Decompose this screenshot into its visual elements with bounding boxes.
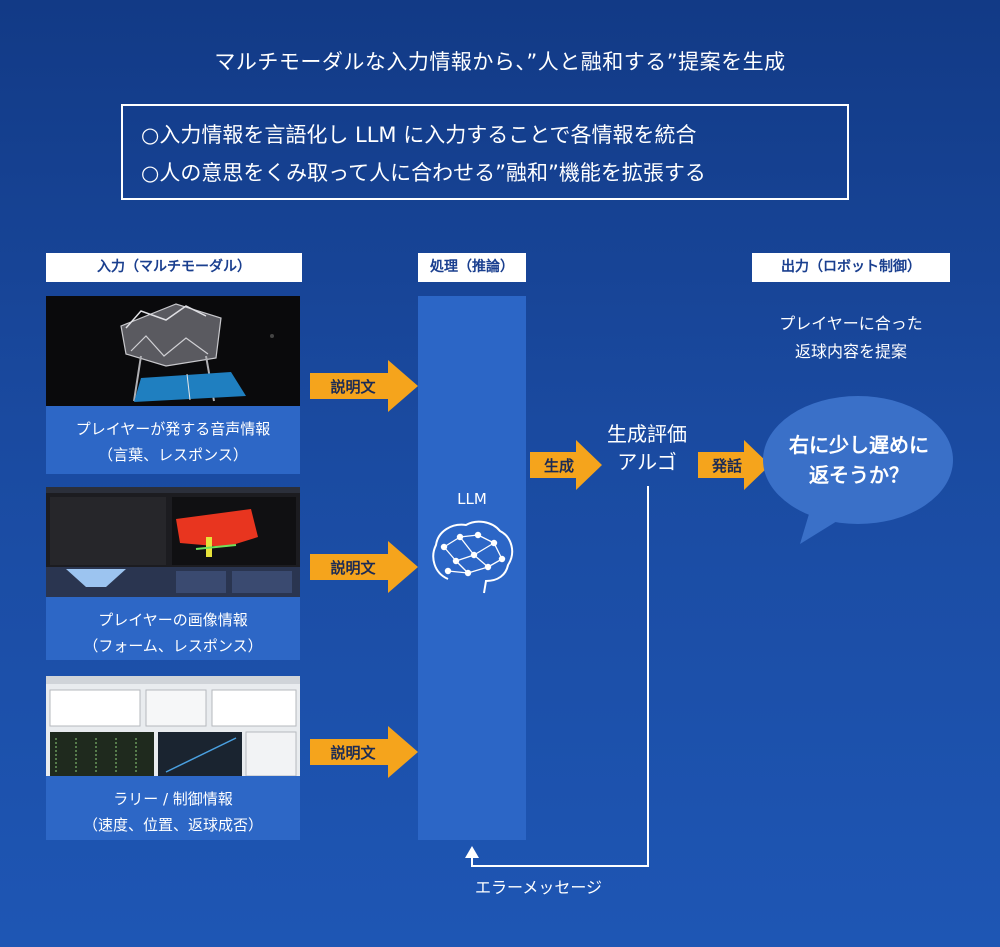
generation-evaluation-algorithm: 生成評価 アルゴ <box>592 420 702 476</box>
audio-input-caption: プレイヤーが発する音声情報 （言葉、レスポンス） <box>46 406 300 474</box>
summary-box: ○入力情報を言語化し LLM に入力することで各情報を統合 ○人の意思をくみ取っ… <box>121 104 849 200</box>
llm-label: LLM <box>457 490 487 508</box>
control-input-caption: ラリー / 制御情報 （速度、位置、返球成否） <box>46 776 300 840</box>
algorithm-line-2: アルゴ <box>617 450 677 474</box>
bubble-line-1: 右に少し遅めに <box>789 433 929 457</box>
image-caption-line-1: プレイヤーの画像情報 <box>98 611 248 629</box>
control-software-image <box>46 676 300 776</box>
speech-arrow-label: 発話 <box>711 456 742 475</box>
speech-bubble-text: 右に少し遅めに 返そうか？ <box>762 430 956 490</box>
output-note-line-2: 返球内容を提案 <box>794 342 907 361</box>
description-arrow-label: 説明文 <box>330 377 376 396</box>
error-message-label: エラーメッセージ <box>475 878 603 897</box>
section-header-input: 入力（マルチモーダル） <box>46 253 302 282</box>
arrow-shape <box>530 440 602 490</box>
diagram-title: マルチモーダルな入力情報から、”人と融和する”提案を生成 <box>214 50 786 74</box>
description-arrow-label: 説明文 <box>330 743 376 762</box>
summary-line-1: ○入力情報を言語化し LLM に入力することで各情報を統合 <box>141 123 697 147</box>
image-input-caption: プレイヤーの画像情報 （フォーム、レスポンス） <box>46 597 300 660</box>
speech-arrow: 発話 <box>698 440 770 490</box>
control-caption-line-1: ラリー / 制御情報 <box>113 790 233 808</box>
output-note: プレイヤーに合った 返球内容を提案 <box>752 310 950 366</box>
algorithm-line-1: 生成評価 <box>607 422 687 446</box>
arrow-shape <box>698 440 770 490</box>
description-arrow-1: 説明文 <box>310 360 418 412</box>
arrow-shape <box>310 360 418 412</box>
control-input-thumbnail <box>46 676 300 776</box>
summary-line-2: ○人の意思をくみ取って人に合わせる”融和”機能を拡張する <box>141 161 706 185</box>
speech-bubble-shape <box>763 396 953 544</box>
speech-bubble: 右に少し遅めに 返そうか？ <box>762 392 956 544</box>
description-arrow-label: 説明文 <box>330 558 376 577</box>
image-caption-line-2: （フォーム、レスポンス） <box>83 637 263 655</box>
section-header-process: 処理（推論） <box>418 253 526 282</box>
image-input-thumbnail <box>46 487 300 597</box>
control-caption-line-2: （速度、位置、返球成否） <box>82 816 263 834</box>
generate-arrow: 生成 <box>530 440 602 490</box>
audio-caption-line-2: （言葉、レスポンス） <box>98 446 248 464</box>
section-header-output: 出力（ロボット制御） <box>752 253 950 282</box>
arrow-shape <box>310 726 418 778</box>
description-arrow-3: 説明文 <box>310 726 418 778</box>
arrow-shape <box>310 541 418 593</box>
audio-input-thumbnail <box>46 296 300 406</box>
output-note-line-1: プレイヤーに合った <box>779 314 923 333</box>
robot-table-image <box>46 296 300 406</box>
generate-arrow-label: 生成 <box>543 456 574 475</box>
brain-network-icon <box>428 517 516 595</box>
bubble-line-2: 返そうか？ <box>809 463 909 487</box>
camera-feed-image <box>46 487 300 597</box>
audio-caption-line-1: プレイヤーが発する音声情報 <box>75 420 271 438</box>
description-arrow-2: 説明文 <box>310 541 418 593</box>
